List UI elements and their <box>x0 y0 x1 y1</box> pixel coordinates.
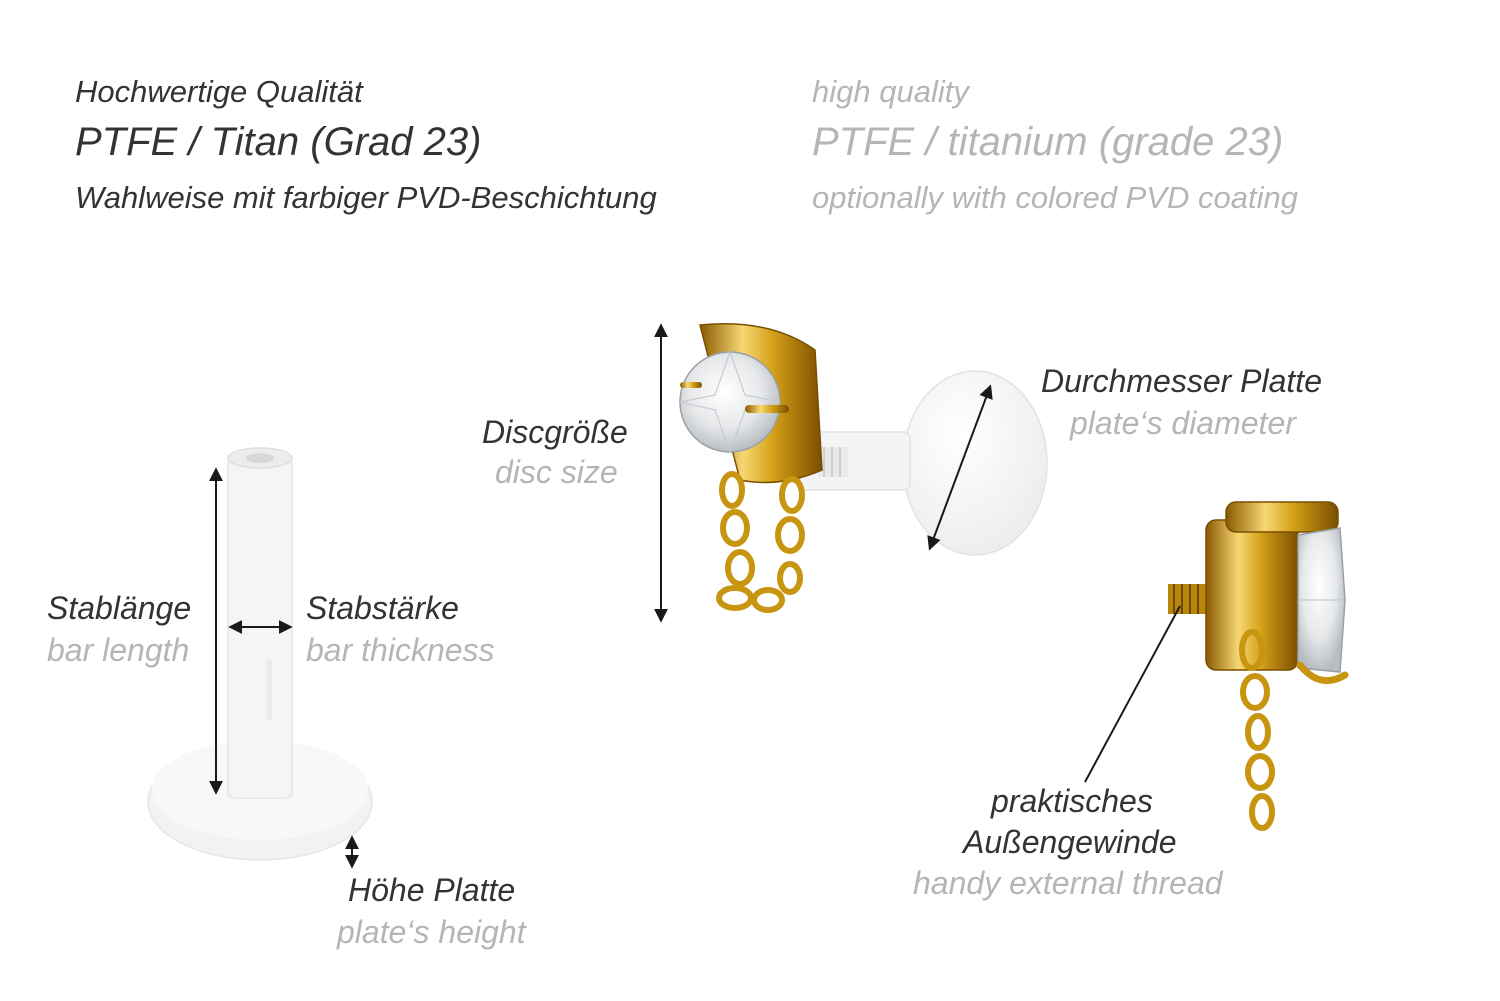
header-de-material: PTFE / Titan (Grad 23) <box>75 120 482 164</box>
external-thread-pointer <box>1084 605 1181 783</box>
label-bar-length-de: Stablänge <box>47 590 192 626</box>
header-de-coating: Wahlweise mit farbiger PVD-Beschichtung <box>75 180 657 215</box>
label-bar-thickness-en: bar thickness <box>306 632 495 668</box>
label-external-thread-en: handy external thread <box>913 865 1223 901</box>
top-with-external-thread <box>1168 501 1349 831</box>
header-en-coating: optionally with colored PVD coating <box>812 180 1298 215</box>
label-plate-height-de: Höhe Platte <box>348 872 516 908</box>
label-bar-length-en: bar length <box>47 632 190 668</box>
label-plate-diameter-de: Durchmesser Platte <box>1041 363 1322 399</box>
header-en-quality: high quality <box>812 74 969 109</box>
header-en-material: PTFE / titanium (grade 23) <box>812 120 1284 164</box>
label-plate-diameter-en: plate‘s diameter <box>1070 405 1296 441</box>
plate-diameter-arrow <box>927 384 993 551</box>
label-external-thread-de-1: praktisches <box>991 783 1153 819</box>
label-disc-size-en: disc size <box>495 454 618 490</box>
label-disc-size-de: Discgröße <box>482 414 628 450</box>
header-de-quality: Hochwertige Qualität <box>75 74 363 109</box>
label-plate-height-en: plate‘s height <box>337 914 526 950</box>
label-bar-thickness-de: Stabstärke <box>306 590 459 626</box>
assembled-piercing <box>679 323 1048 613</box>
label-external-thread-de-2: Außengewinde <box>963 824 1177 860</box>
